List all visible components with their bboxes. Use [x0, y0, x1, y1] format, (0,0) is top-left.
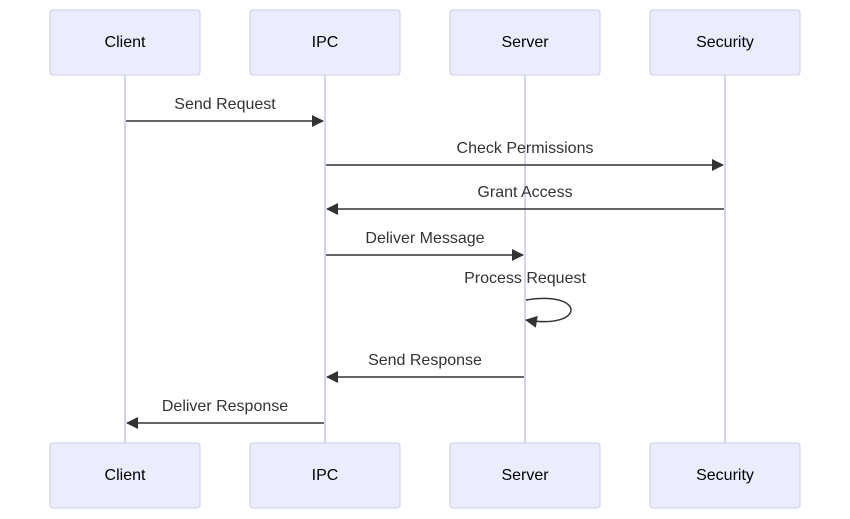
message-label: Send Request	[174, 96, 276, 113]
actor-label: IPC	[312, 34, 339, 51]
message-label: Process Request	[464, 270, 586, 287]
self-message-arrow	[525, 297, 572, 328]
actor-label: IPC	[312, 467, 339, 484]
message: Send Request	[126, 96, 324, 127]
actor-bottom-security: Security	[649, 442, 801, 509]
message: Deliver Message	[326, 230, 524, 261]
actor-bottom-ipc: IPC	[249, 442, 401, 509]
actor-label: Client	[105, 34, 146, 51]
message: Grant Access	[326, 184, 724, 215]
actor-bottom-server: Server	[449, 442, 601, 509]
actor-label: Server	[501, 467, 549, 484]
actor-box	[449, 9, 601, 76]
actor-box	[649, 442, 801, 509]
actor-label: Server	[501, 34, 549, 51]
actors-bottom: Client IPC Server Security	[49, 442, 801, 509]
message: Send Response	[326, 352, 524, 383]
message-label: Grant Access	[477, 184, 572, 201]
message-label: Send Response	[368, 352, 482, 369]
actor-top-server: Server	[449, 9, 601, 76]
message-label: Deliver Message	[365, 230, 484, 247]
actor-top-ipc: IPC	[249, 9, 401, 76]
actor-label: Security	[696, 467, 754, 484]
actor-box	[649, 9, 801, 76]
actor-top-security: Security	[649, 9, 801, 76]
message-label: Check Permissions	[457, 140, 594, 157]
actor-box	[249, 9, 401, 76]
message: Process Request	[464, 270, 586, 328]
actor-label: Security	[696, 34, 754, 51]
message: Deliver Response	[126, 398, 324, 429]
message: Check Permissions	[326, 140, 724, 171]
actor-box	[249, 442, 401, 509]
actor-box	[49, 442, 201, 509]
actor-top-client: Client	[49, 9, 201, 76]
actor-label: Client	[105, 467, 146, 484]
actor-box	[49, 9, 201, 76]
actor-bottom-client: Client	[49, 442, 201, 509]
actors-top: Client IPC Server Security	[49, 9, 801, 76]
lifelines	[124, 75, 726, 443]
actor-box	[449, 442, 601, 509]
message-label: Deliver Response	[162, 398, 288, 415]
